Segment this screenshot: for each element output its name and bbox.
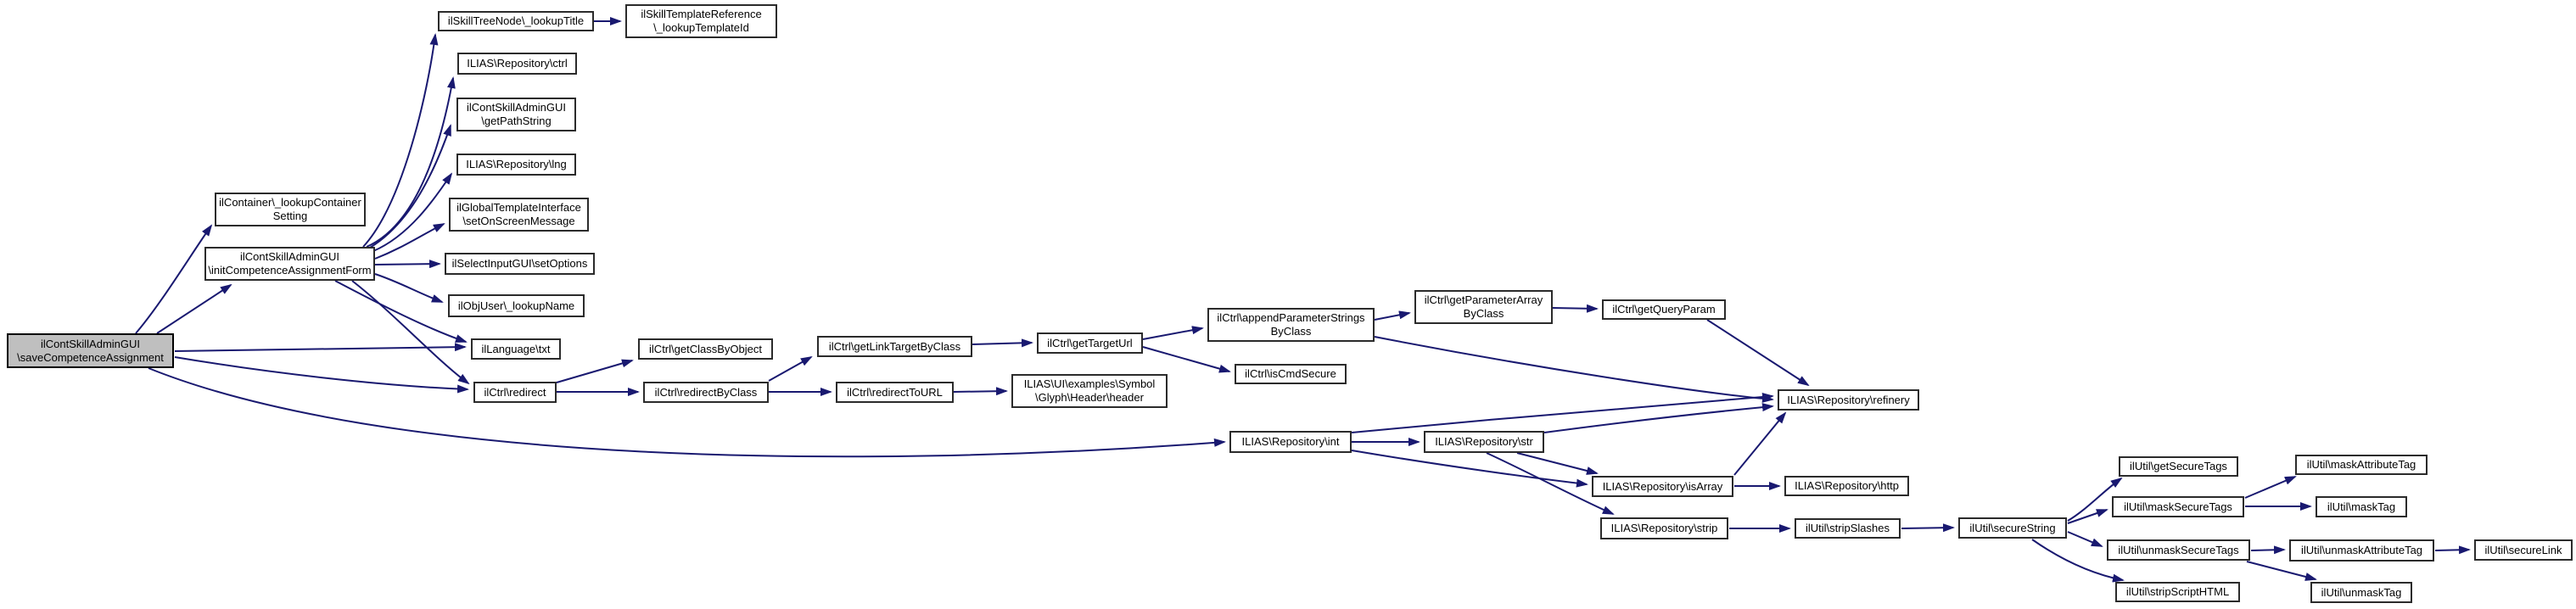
node-mask-attribute-tag[interactable]: ilUtil\maskAttributeTag <box>2295 455 2428 475</box>
edge-repo-str-to-repo-strip <box>1486 452 1615 515</box>
edge-redirect-to-url-to-glyph-header <box>953 387 1008 396</box>
node-append-parameter-strings-by-class[interactable]: ilCtrl\appendParameterStrings ByClass <box>1207 308 1375 342</box>
node-repo-refinery[interactable]: ILIAS\Repository\refinery <box>1778 389 1919 411</box>
node-set-on-screen-message[interactable]: ilGlobalTemplateInterface \setOnScreenMe… <box>449 198 589 232</box>
edge-init-competence-assignment-form-to-redirect <box>351 280 470 385</box>
node-repo-ctrl[interactable]: ILIAS\Repository\ctrl <box>457 53 577 75</box>
node-redirect-to-url[interactable]: ilCtrl\redirectToURL <box>836 382 954 403</box>
edge-init-competence-assignment-form-to-repo-lng <box>372 172 453 252</box>
node-unmask-secure-tags[interactable]: ilUtil\unmaskSecureTags <box>2107 539 2250 561</box>
edge-append-parameter-strings-by-class-to-repo-refinery <box>1374 336 1774 403</box>
edge-secure-string-to-mask-secure-tags <box>2067 509 2108 524</box>
edge-get-parameter-array-by-class-to-get-query-param <box>1552 304 1599 313</box>
node-repo-lng[interactable]: ILIAS\Repository\lng <box>456 154 576 176</box>
edge-repo-str-to-repo-refinery <box>1543 403 1774 433</box>
node-set-options[interactable]: ilSelectInputGUI\setOptions <box>445 253 595 275</box>
edge-init-competence-assignment-form-to-get-path-string <box>369 124 451 249</box>
edge-save-to-lookup-container-setting <box>135 224 213 334</box>
node-glyph-header[interactable]: ILIAS\UI\examples\Symbol \Glyph\Header\h… <box>1011 374 1168 408</box>
node-strip-script-html[interactable]: ilUtil\stripScriptHTML <box>2115 582 2240 602</box>
node-get-parameter-array-by-class[interactable]: ilCtrl\getParameterArray ByClass <box>1414 290 1553 324</box>
edge-save-to-redirect <box>174 356 469 394</box>
node-unmask-attribute-tag[interactable]: ilUtil\unmaskAttributeTag <box>2289 539 2434 562</box>
edge-repo-int-to-repo-is-array <box>1351 450 1588 488</box>
edge-save-to-txt <box>174 343 467 352</box>
edge-secure-string-to-unmask-secure-tags <box>2067 531 2103 547</box>
edge-group <box>135 17 2471 583</box>
edge-secure-string-to-strip-script-html <box>2031 539 2125 583</box>
edge-init-competence-assignment-form-to-set-options <box>374 260 441 269</box>
edge-save-to-repo-int <box>148 367 1226 458</box>
node-txt[interactable]: ilLanguage\txt <box>471 338 561 360</box>
edge-redirect-by-class-to-get-link-target-by-class <box>768 356 813 382</box>
node-secure-link[interactable]: ilUtil\secureLink <box>2474 539 2573 561</box>
edge-get-target-url-to-append-parameter-strings-by-class <box>1142 326 1204 340</box>
node-redirect[interactable]: ilCtrl\redirect <box>473 382 557 403</box>
node-get-secure-tags[interactable]: ilUtil\getSecureTags <box>2119 456 2238 477</box>
node-secure-string[interactable]: ilUtil\secureString <box>1958 517 2067 539</box>
edge-init-competence-assignment-form-to-set-on-screen-message <box>374 223 445 260</box>
edge-init-competence-assignment-form-to-repo-ctrl <box>366 76 456 248</box>
node-unmask-tag[interactable]: ilUtil\unmaskTag <box>2310 582 2412 603</box>
edge-mask-secure-tags-to-mask-attribute-tag <box>2244 476 2297 499</box>
node-mask-secure-tags[interactable]: ilUtil\maskSecureTags <box>2112 496 2244 517</box>
edge-init-competence-assignment-form-to-lookup-name <box>374 273 444 303</box>
edge-get-link-target-by-class-to-get-target-url <box>972 338 1033 348</box>
node-init-competence-assignment-form[interactable]: ilContSkillAdminGUI \initCompetenceAssig… <box>204 247 375 281</box>
edge-init-competence-assignment-form-to-txt <box>334 280 468 343</box>
node-repo-str[interactable]: ILIAS\Repository\str <box>1424 431 1544 453</box>
node-lookup-title[interactable]: ilSkillTreeNode\_lookupTitle <box>438 11 594 31</box>
node-get-class-by-object[interactable]: ilCtrl\getClassByObject <box>638 338 773 360</box>
node-repo-is-array[interactable]: ILIAS\Repository\isArray <box>1592 476 1733 497</box>
node-get-path-string[interactable]: ilContSkillAdminGUI \getPathString <box>456 98 576 131</box>
edge-init-competence-assignment-form-to-lookup-title <box>362 33 439 248</box>
node-save[interactable]: ilContSkillAdminGUI \saveCompetenceAssig… <box>7 333 174 368</box>
edge-save-to-init-competence-assignment-form <box>156 283 232 334</box>
node-get-query-param[interactable]: ilCtrl\getQueryParam <box>1602 299 1726 320</box>
edge-unmask-secure-tags-to-unmask-tag <box>2246 561 2317 581</box>
node-redirect-by-class[interactable]: ilCtrl\redirectByClass <box>643 382 769 403</box>
edge-repo-is-array-to-repo-refinery <box>1733 411 1787 476</box>
node-lookup-container-setting[interactable]: ilContainer\_lookupContainer Setting <box>215 193 366 226</box>
edge-get-query-param-to-repo-refinery <box>1706 319 1810 387</box>
node-lookup-name[interactable]: ilObjUser\_lookupName <box>448 294 585 317</box>
edge-append-parameter-strings-by-class-to-get-parameter-array-by-class <box>1374 310 1411 321</box>
node-get-link-target-by-class[interactable]: ilCtrl\getLinkTargetByClass <box>817 336 972 357</box>
node-repo-int[interactable]: ILIAS\Repository\int <box>1229 431 1352 453</box>
node-strip-slashes[interactable]: ilUtil\stripSlashes <box>1795 518 1901 539</box>
node-repo-http[interactable]: ILIAS\Repository\http <box>1784 476 1909 496</box>
edge-repo-str-to-repo-is-array <box>1516 452 1599 475</box>
edge-redirect-to-get-class-by-object <box>556 359 634 383</box>
node-get-target-url[interactable]: ilCtrl\getTargetUrl <box>1037 332 1143 354</box>
edge-secure-string-to-get-secure-tags <box>2067 477 2123 522</box>
node-repo-strip[interactable]: ILIAS\Repository\strip <box>1600 517 1728 539</box>
node-mask-tag[interactable]: ilUtil\maskTag <box>2316 496 2407 517</box>
node-lookup-template-id[interactable]: ilSkillTemplateReference \_lookupTemplat… <box>625 4 777 38</box>
edge-get-target-url-to-is-cmd-secure <box>1142 346 1231 373</box>
edge-repo-int-to-repo-refinery <box>1351 392 1774 433</box>
node-is-cmd-secure[interactable]: ilCtrl\isCmdSecure <box>1235 364 1347 384</box>
